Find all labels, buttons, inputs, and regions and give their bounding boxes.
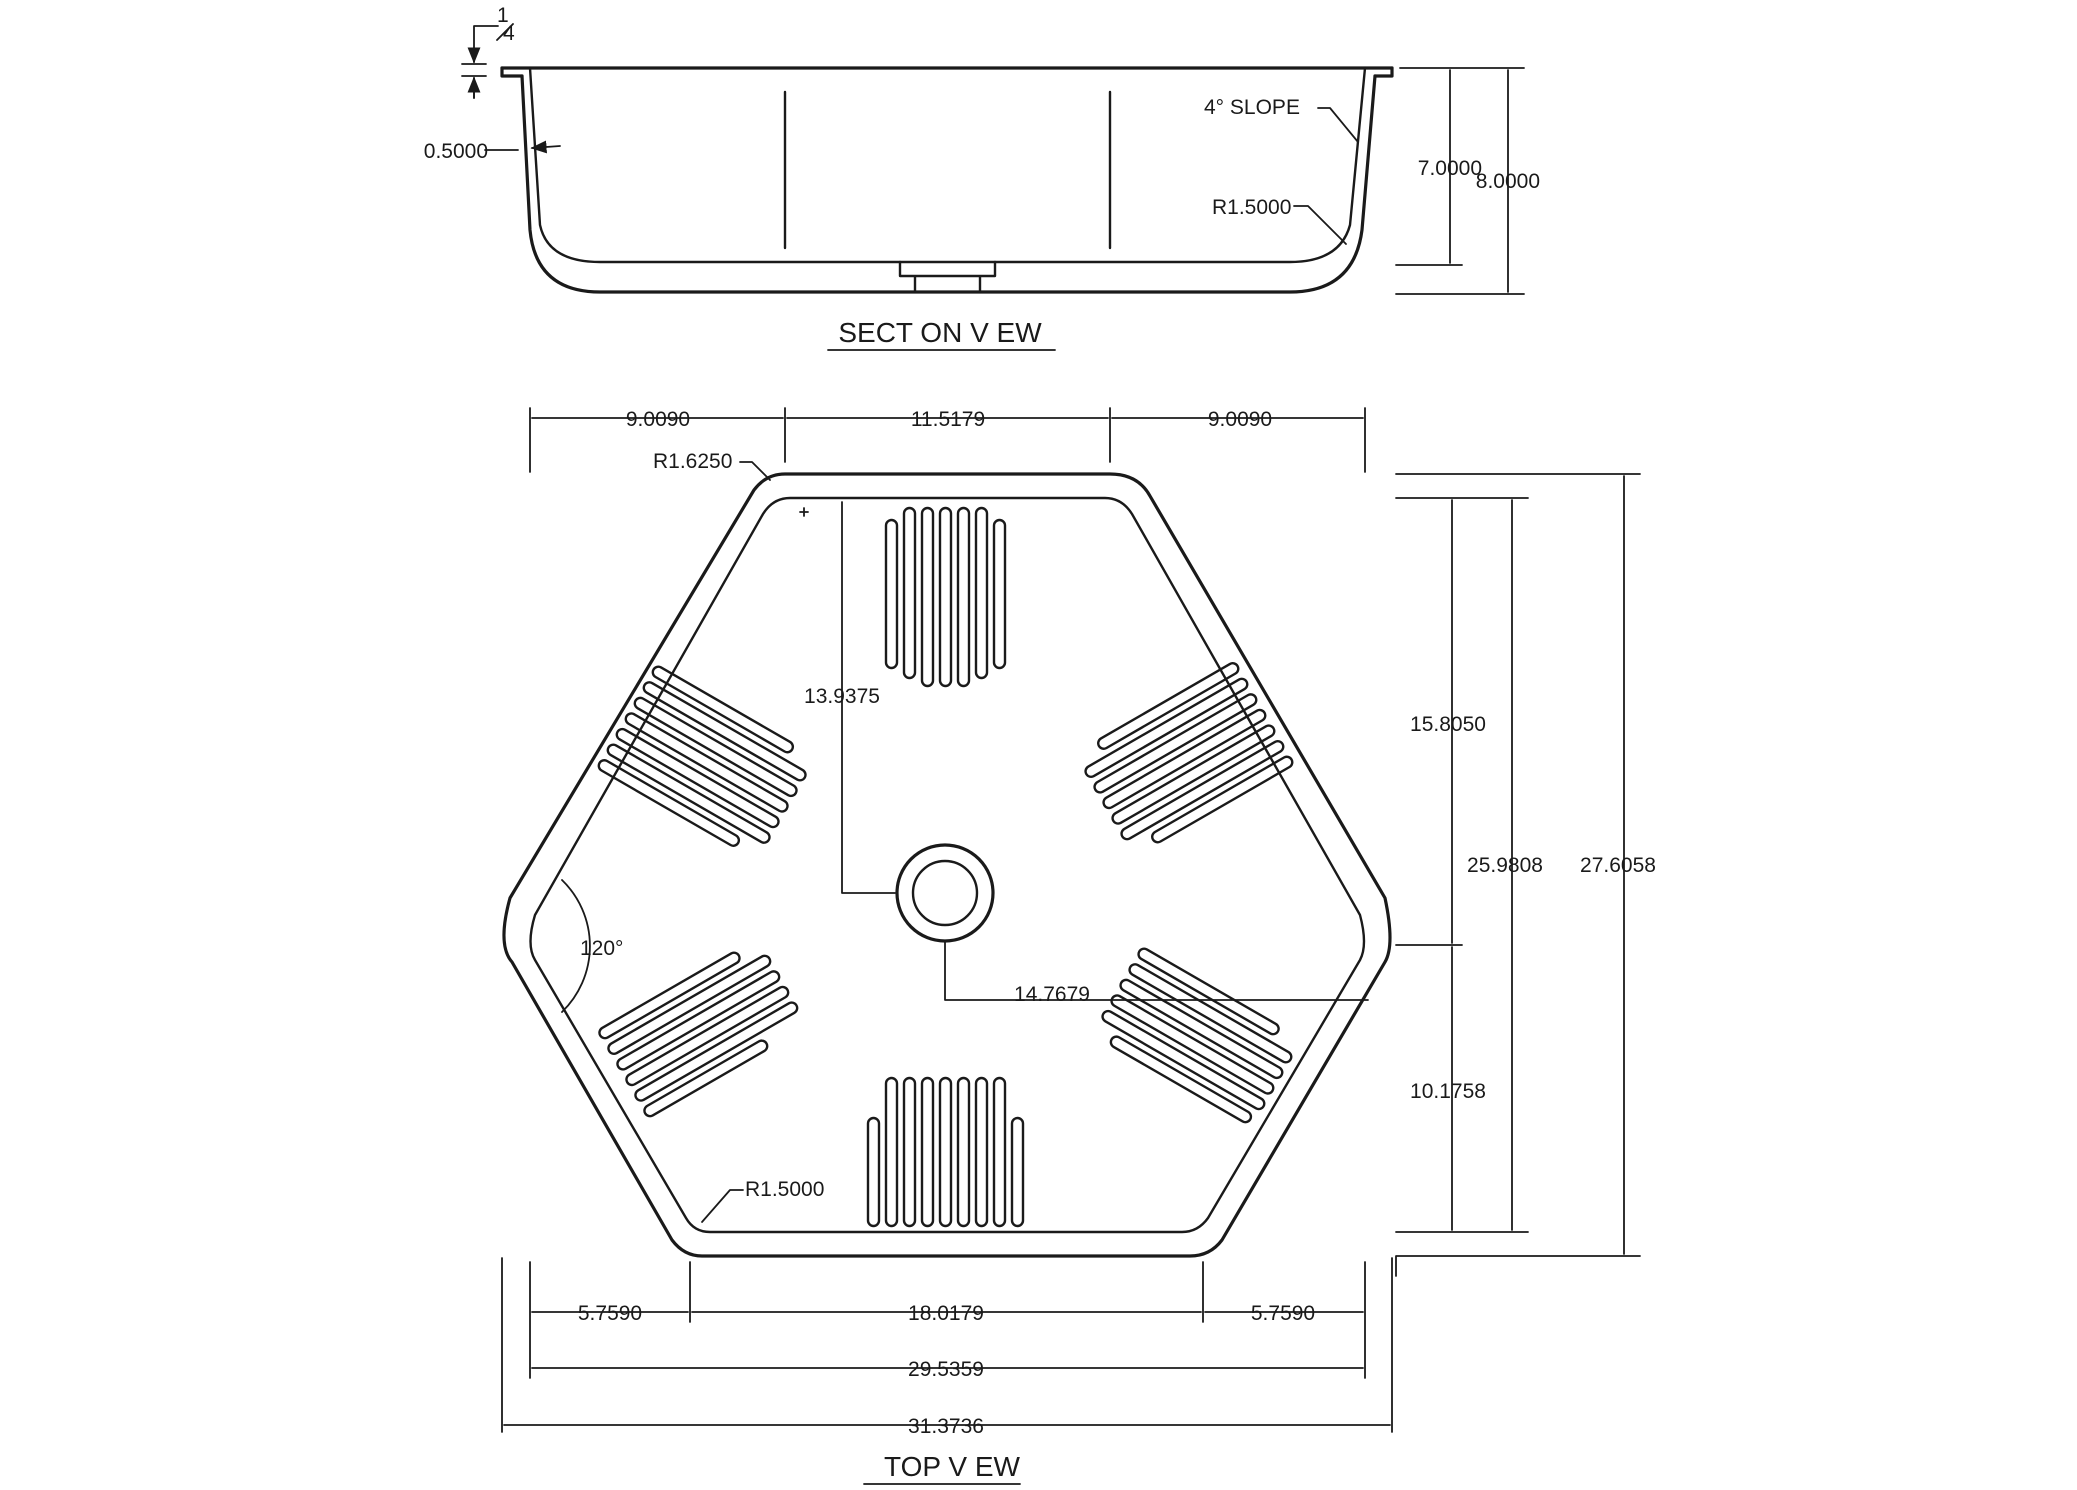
drain-vertical-dim [841,501,896,894]
bottom-dim-right: 5.7590 [1251,1302,1315,1325]
section-radius-label: R1.5000 [1212,196,1291,219]
section-drain [898,260,997,294]
center-mark [799,507,809,517]
bottom-dim-outer-width: 31.3736 [908,1415,984,1438]
grooves-bottom [866,1076,1025,1228]
top-ext-lines [529,407,1366,473]
top-dim-left: 9.0090 [626,408,690,431]
grooves-top [884,506,1007,688]
drain-inner [911,859,979,927]
bottom-dim-left: 5.7590 [578,1302,642,1325]
depth-inner-label: 7.0000 [1418,157,1482,180]
grooves-upper-right [1084,662,1294,844]
right-dim-lower: 10.1758 [1410,1080,1486,1103]
slope-leader [1317,107,1359,143]
top-view-title: TOP V EW [884,1451,1020,1482]
inner-corner-radius: R1.5000 [745,1178,824,1201]
depth-outer-label: 8.0000 [1476,170,1540,193]
bottom-dim-middle: 18.0179 [908,1302,984,1325]
slope-label: 4° SLOPE [1204,96,1300,119]
drain-offset-vertical: 13.9375 [804,685,880,708]
section-radius-leader [1293,205,1347,245]
drain-horizontal-dim [944,940,1369,1001]
hexagon-inner [529,496,1366,1234]
grooves-lower-left [598,951,799,1118]
grooves-lower-right [1101,947,1293,1124]
section-outer-profile [520,74,1377,294]
outer-corner-radius: R1.6250 [653,450,732,473]
right-ext-lines [1395,473,1641,1277]
rim-fraction-denominator: 4 [503,22,515,45]
rim-callout-leader [461,25,499,99]
angle-arc [561,879,591,1013]
wall-dimension: 0.5000 [424,140,488,163]
section-rim-right [1373,66,1394,78]
drain-offset-horizontal: 14.7679 [1014,983,1090,1006]
top-dim-right: 9.0090 [1208,408,1272,431]
outer-corner-radius-leader [739,461,771,481]
grooves-upper-left [597,665,807,847]
top-view: 9.0090 11.5179 9.0090 R1.6250 13.9375 14… [501,407,1656,1485]
angle-label: 120° [580,937,623,960]
right-dim-outer-total: 27.6058 [1580,854,1656,877]
section-view-title: SECT ON V EW [838,317,1042,348]
right-dim-upper: 15.8050 [1410,713,1486,736]
right-dim-inner-total: 25.9808 [1467,854,1543,877]
inner-corner-radius-leader [701,1189,744,1223]
bottom-dim-inner-width: 29.5359 [908,1358,984,1381]
rim-fraction-numerator: 1 [497,4,509,27]
top-dim-middle: 11.5179 [911,408,985,431]
section-view: 1 4 0.5000 4° SLOPE R1.5000 7.0000 8.000… [424,4,1540,351]
hexagon-outer [502,472,1392,1258]
section-rim-left [500,66,524,78]
drain-outer [895,843,995,943]
bottom-ext-lines [501,1257,1393,1433]
